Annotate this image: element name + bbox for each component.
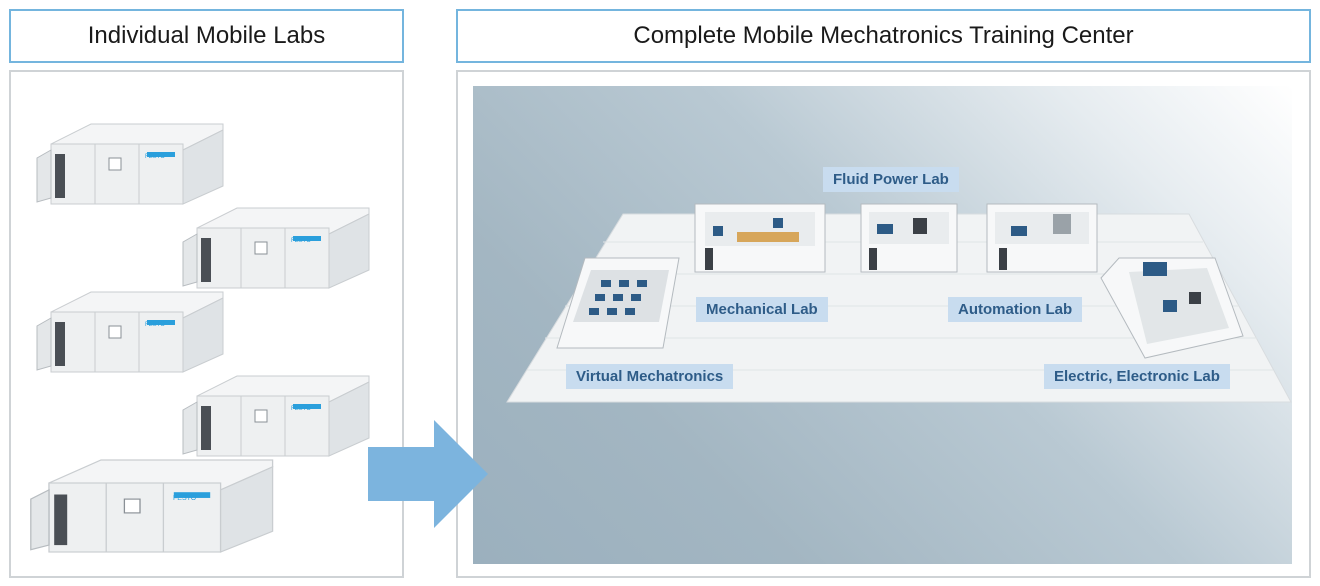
individual-labs-title-text: Individual Mobile Labs	[87, 22, 326, 49]
container-labs-illustration: FESTO FESTO FESTO FESTO FESTO	[30, 123, 370, 553]
container-lab-2-brand: FESTO	[291, 238, 311, 244]
container-lab-5-brand: FESTO	[173, 495, 197, 502]
container-lab-4: FESTO	[182, 375, 370, 457]
virtual-mechatronics-label: Virtual Mechatronics	[566, 364, 734, 389]
container-lab-3-brand: FESTO	[145, 322, 165, 328]
container-lab-2: FESTO	[182, 207, 370, 289]
transition-arrow-icon	[368, 420, 488, 528]
fluid-power-lab-label: Fluid Power Lab	[823, 167, 959, 192]
virtual-mechatronics-module	[556, 257, 680, 349]
fluid-power-lab-module	[860, 203, 958, 273]
container-lab-4-brand: FESTO	[291, 406, 311, 412]
container-lab-1-brand: FESTO	[145, 154, 165, 160]
individual-labs-title: Individual Mobile Labs	[9, 9, 404, 63]
electric-lab-module	[1100, 257, 1244, 359]
mechanical-lab-module	[694, 203, 826, 273]
container-lab-3: FESTO	[36, 291, 224, 373]
mechanical-lab-label: Mechanical Lab	[696, 297, 828, 322]
container-lab-5: FESTO	[30, 459, 274, 553]
container-lab-1: FESTO	[36, 123, 224, 205]
training-center-illustration	[506, 203, 1292, 403]
automation-lab-module	[986, 203, 1098, 273]
training-center-title: Complete Mobile Mechatronics Training Ce…	[456, 9, 1311, 63]
training-center-title-text: Complete Mobile Mechatronics Training Ce…	[633, 22, 1134, 49]
automation-lab-label: Automation Lab	[948, 297, 1083, 322]
electric-electronic-lab-label: Electric, Electronic Lab	[1044, 364, 1230, 389]
